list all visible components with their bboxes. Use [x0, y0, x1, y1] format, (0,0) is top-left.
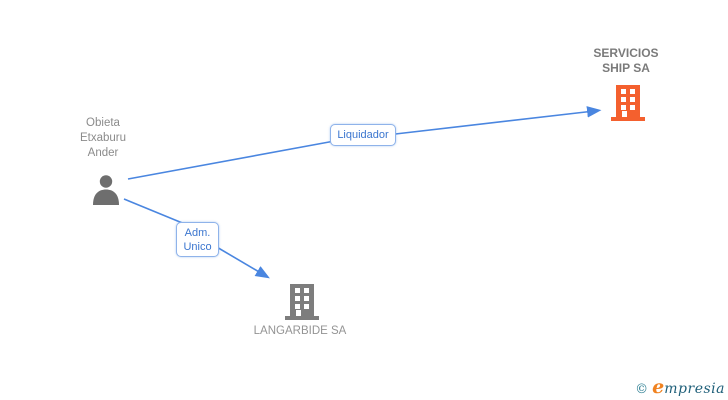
company-name-line2: SHIP SA — [602, 61, 650, 75]
empresia-logo: ©empresia — [635, 376, 725, 398]
person-name[interactable]: Obieta Etxaburu Ander — [43, 116, 163, 161]
building-icon — [611, 85, 645, 121]
person-name-line1: Obieta — [86, 117, 120, 129]
company-name-line1: LANGARBIDE SA — [253, 325, 347, 337]
building-icon — [285, 284, 319, 320]
person-node[interactable] — [90, 174, 122, 211]
logo-brand-initial: e — [652, 376, 665, 398]
relation-label-text: Liquidador — [337, 129, 389, 141]
copyright-icon: © — [635, 382, 649, 397]
relation-label-line2: Unico — [183, 240, 212, 253]
edge-liquidador-left — [127, 139, 341, 180]
company-name-servicios-ship-sa[interactable]: SERVICIOS SHIP SA — [566, 46, 686, 76]
edge-adm-unico-right — [214, 245, 270, 279]
relation-label-liquidador: Liquidador — [330, 124, 396, 146]
logo-brand-text: mpresia — [664, 381, 725, 397]
company-name-langarbide-sa[interactable]: LANGARBIDE SA — [240, 324, 360, 339]
relation-label-line1: Adm. — [184, 226, 211, 239]
company-node-langarbide-sa[interactable] — [285, 284, 319, 325]
relation-label-adm-unico: Adm. Unico — [176, 222, 219, 257]
edge-liquidador-right — [390, 106, 602, 136]
person-name-line2: Etxaburu — [79, 132, 127, 144]
company-name-line1: SERVICIOS — [593, 46, 659, 60]
person-name-line3: Ander — [87, 147, 119, 159]
company-node-servicios-ship-sa[interactable] — [611, 85, 645, 126]
person-icon — [93, 175, 119, 205]
